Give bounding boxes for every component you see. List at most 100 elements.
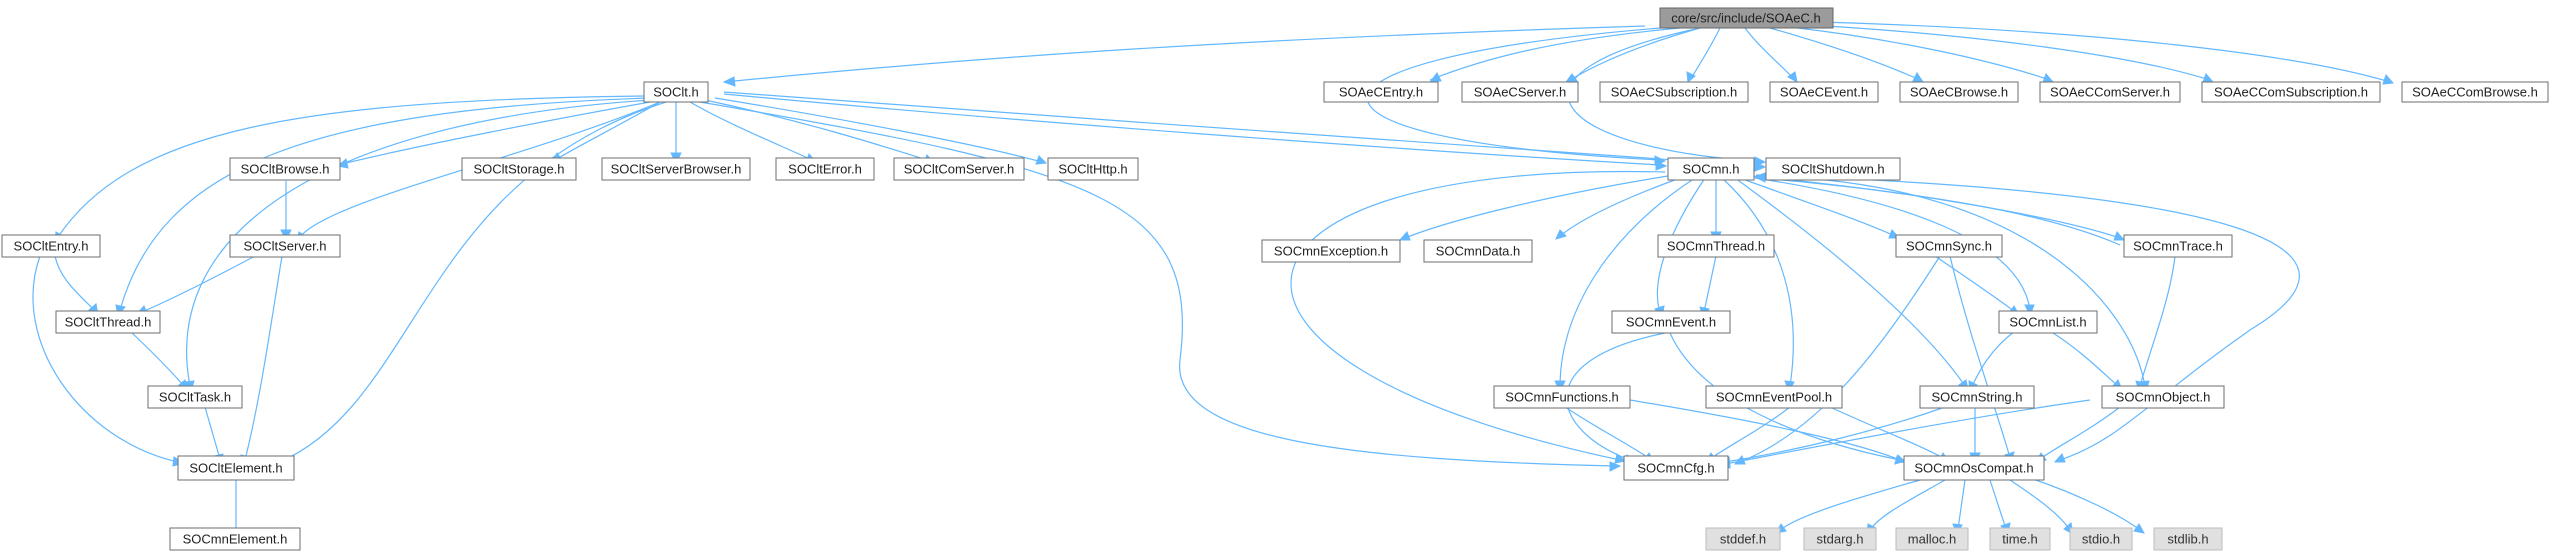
edge-socmn-to-socmnobject (1755, 175, 2150, 393)
edge-socmnoscompat-to-stdio (2009, 479, 2074, 535)
node-socltcomserver[interactable]: SOCltComServer.h (893, 157, 1025, 181)
node-soclttask[interactable]: SOCltTask.h (147, 385, 243, 409)
node-soclthttp[interactable]: SOCltHttp.h (1047, 157, 1139, 181)
node-soaecsubscription[interactable]: SOAeCSubscription.h (1599, 81, 1749, 103)
svg-text:SOCmnFunctions.h: SOCmnFunctions.h (1505, 390, 1618, 405)
edge-socmn-to-socmnstring (1734, 177, 1969, 391)
node-socltentry[interactable]: SOCltEntry.h (1, 234, 101, 258)
edge-soclt-to-socltelement (273, 101, 667, 465)
svg-text:stdio.h: stdio.h (2082, 532, 2120, 547)
node-socltthread[interactable]: SOCltThread.h (55, 310, 161, 334)
node-soaeccomsubscription[interactable]: SOAeCComSubscription.h (2201, 81, 2381, 103)
edge-socmnsync-to-socmnlist (1934, 255, 2020, 316)
svg-text:SOCltHttp.h: SOCltHttp.h (1058, 162, 1127, 177)
svg-text:SOCltStorage.h: SOCltStorage.h (473, 162, 564, 177)
svg-text:SOCltEntry.h: SOCltEntry.h (14, 239, 89, 254)
svg-text:SOCltThread.h: SOCltThread.h (65, 315, 152, 330)
node-soaecentry[interactable]: SOAeCEntry.h (1323, 81, 1439, 103)
edge-soclt-to-socmn (723, 93, 1668, 171)
edge-socmnfunctions-to-socmncfg (1564, 406, 1655, 463)
node-socltstorage[interactable]: SOCltStorage.h (461, 157, 577, 181)
node-socmnstring[interactable]: SOCmnString.h (1919, 385, 2035, 409)
node-stdlib[interactable]: stdlib.h (2153, 527, 2223, 551)
node-socltserverbrowser[interactable]: SOCltServerBrowser.h (601, 157, 751, 181)
node-socmnlist[interactable]: SOCmnList.h (1998, 310, 2098, 334)
edge-soclt-to-soclthttp (714, 97, 1048, 165)
node-socmndata[interactable]: SOCmnData.h (1423, 239, 1533, 263)
edge-socmnoscompat-to-stdarg (1866, 479, 1946, 536)
node-socltbrowse[interactable]: SOCltBrowse.h (229, 157, 341, 181)
edge-socmnoscompat-to-time (1989, 479, 2011, 536)
svg-text:core/src/include/SOAeC.h: core/src/include/SOAeC.h (1671, 11, 1821, 26)
svg-text:SOAeCComServer.h: SOAeCComServer.h (2050, 85, 2170, 100)
edge-socmn-to-socmnoscompat (1755, 174, 2300, 463)
node-time[interactable]: time.h (1989, 527, 2051, 551)
node-soclt[interactable]: SOClt.h (643, 81, 709, 103)
edge-socltserver-to-socltthread (135, 255, 256, 315)
edge-root-to-soaeccomsubscription (1809, 24, 2215, 83)
node-socltshutdown[interactable]: SOCltShutdown.h (1765, 157, 1901, 181)
node-socmntrace[interactable]: SOCmnTrace.h (2123, 234, 2233, 258)
edge-root-to-soaecserver (1564, 27, 1701, 83)
edge-root-to-soclt (722, 25, 1646, 87)
node-root-header[interactable]: core/src/include/SOAeC.h (1659, 7, 1834, 29)
node-socmn[interactable]: SOCmn.h (1667, 157, 1755, 181)
node-socmnsync[interactable]: SOCmnSync.h (1895, 234, 2003, 258)
node-socmnevent[interactable]: SOCmnEvent.h (1611, 310, 1731, 334)
edge-soclt-to-socltserverbrowser (670, 102, 682, 165)
svg-text:SOCmnEvent.h: SOCmnEvent.h (1626, 315, 1716, 330)
svg-text:stdlib.h: stdlib.h (2167, 532, 2208, 547)
node-stdio[interactable]: stdio.h (2069, 527, 2133, 551)
edge-root-to-soaecevent (1744, 27, 1798, 83)
svg-text:stdarg.h: stdarg.h (1817, 532, 1864, 547)
node-socmnoscompat[interactable]: SOCmnOsCompat.h (1903, 455, 2045, 481)
node-soaeccombrowse[interactable]: SOAeCComBrowse.h (2401, 81, 2549, 103)
edge-socmn-to-socmntrace (1751, 175, 2126, 241)
svg-text:SOAeCServer.h: SOAeCServer.h (1474, 85, 1567, 100)
node-stddef[interactable]: stddef.h (1705, 527, 1781, 551)
svg-text:SOCltBrowse.h: SOCltBrowse.h (241, 162, 330, 177)
node-malloc[interactable]: malloc.h (1895, 527, 1969, 551)
svg-text:SOCmnData.h: SOCmnData.h (1436, 244, 1521, 259)
svg-text:SOCmnException.h: SOCmnException.h (1274, 244, 1388, 259)
svg-text:SOCmnOsCompat.h: SOCmnOsCompat.h (1914, 461, 2033, 476)
svg-text:time.h: time.h (2002, 532, 2037, 547)
node-socmnthread[interactable]: SOCmnThread.h (1657, 234, 1775, 258)
node-soaecevent[interactable]: SOAeCEvent.h (1769, 81, 1879, 103)
node-socmnelement[interactable]: SOCmnElement.h (169, 527, 301, 551)
node-socltserver[interactable]: SOCltServer.h (229, 234, 341, 258)
svg-text:SOCltComServer.h: SOCltComServer.h (904, 162, 1015, 177)
edge-socmnthread-to-socmnevent (1699, 255, 1717, 319)
svg-text:SOAeCComBrowse.h: SOAeCComBrowse.h (2412, 85, 2538, 100)
node-socmnexception[interactable]: SOCmnException.h (1261, 239, 1401, 263)
node-soaecbrowse[interactable]: SOAeCBrowse.h (1899, 81, 2019, 103)
svg-text:SOAeCBrowse.h: SOAeCBrowse.h (1910, 85, 2008, 100)
svg-text:SOAeCEvent.h: SOAeCEvent.h (1780, 85, 1868, 100)
edge-soclt-to-socltshutdown (723, 91, 1767, 172)
svg-text:SOCmnList.h: SOCmnList.h (2009, 315, 2086, 330)
svg-text:SOCmn.h: SOCmn.h (1682, 162, 1739, 177)
node-socmnfunctions[interactable]: SOCmnFunctions.h (1493, 385, 1631, 409)
node-socmncfg[interactable]: SOCmnCfg.h (1623, 455, 1729, 481)
svg-text:SOClt.h: SOClt.h (653, 85, 699, 100)
node-socmneventpool[interactable]: SOCmnEventPool.h (1705, 385, 1843, 409)
node-soaeccomserver[interactable]: SOAeCComServer.h (2039, 81, 2181, 103)
edge-socmnoscompat-to-malloc (1952, 479, 1966, 536)
edge-socmnsync-to-socmnoscompat (1949, 255, 2015, 465)
edge-socmnfunctions-to-socmnoscompat (1629, 399, 1907, 464)
svg-text:SOCmnCfg.h: SOCmnCfg.h (1637, 461, 1714, 476)
edge-socltbrowse-to-socltserver (280, 181, 292, 242)
node-saclterror[interactable]: SOCltError.h (775, 157, 875, 181)
svg-text:SOCmnSync.h: SOCmnSync.h (1906, 239, 1992, 254)
node-soaecserver[interactable]: SOAeCServer.h (1461, 81, 1579, 103)
svg-text:SOCltServer.h: SOCltServer.h (243, 239, 326, 254)
svg-text:SOCltElement.h: SOCltElement.h (189, 461, 282, 476)
edge-socmnsync-to-socmncfg (1733, 255, 1941, 465)
svg-text:SOAeCSubscription.h: SOAeCSubscription.h (1611, 85, 1737, 100)
node-socmnobject[interactable]: SOCmnObject.h (2101, 385, 2225, 409)
node-stdarg[interactable]: stdarg.h (1803, 527, 1877, 551)
edge-root-to-soaecentry (1428, 27, 1681, 83)
edge-soclttask-to-socltelement (204, 406, 224, 466)
edge-socmnoscompat-to-stdlib (2029, 477, 2145, 534)
node-socltelement[interactable]: SOCltElement.h (177, 455, 295, 481)
